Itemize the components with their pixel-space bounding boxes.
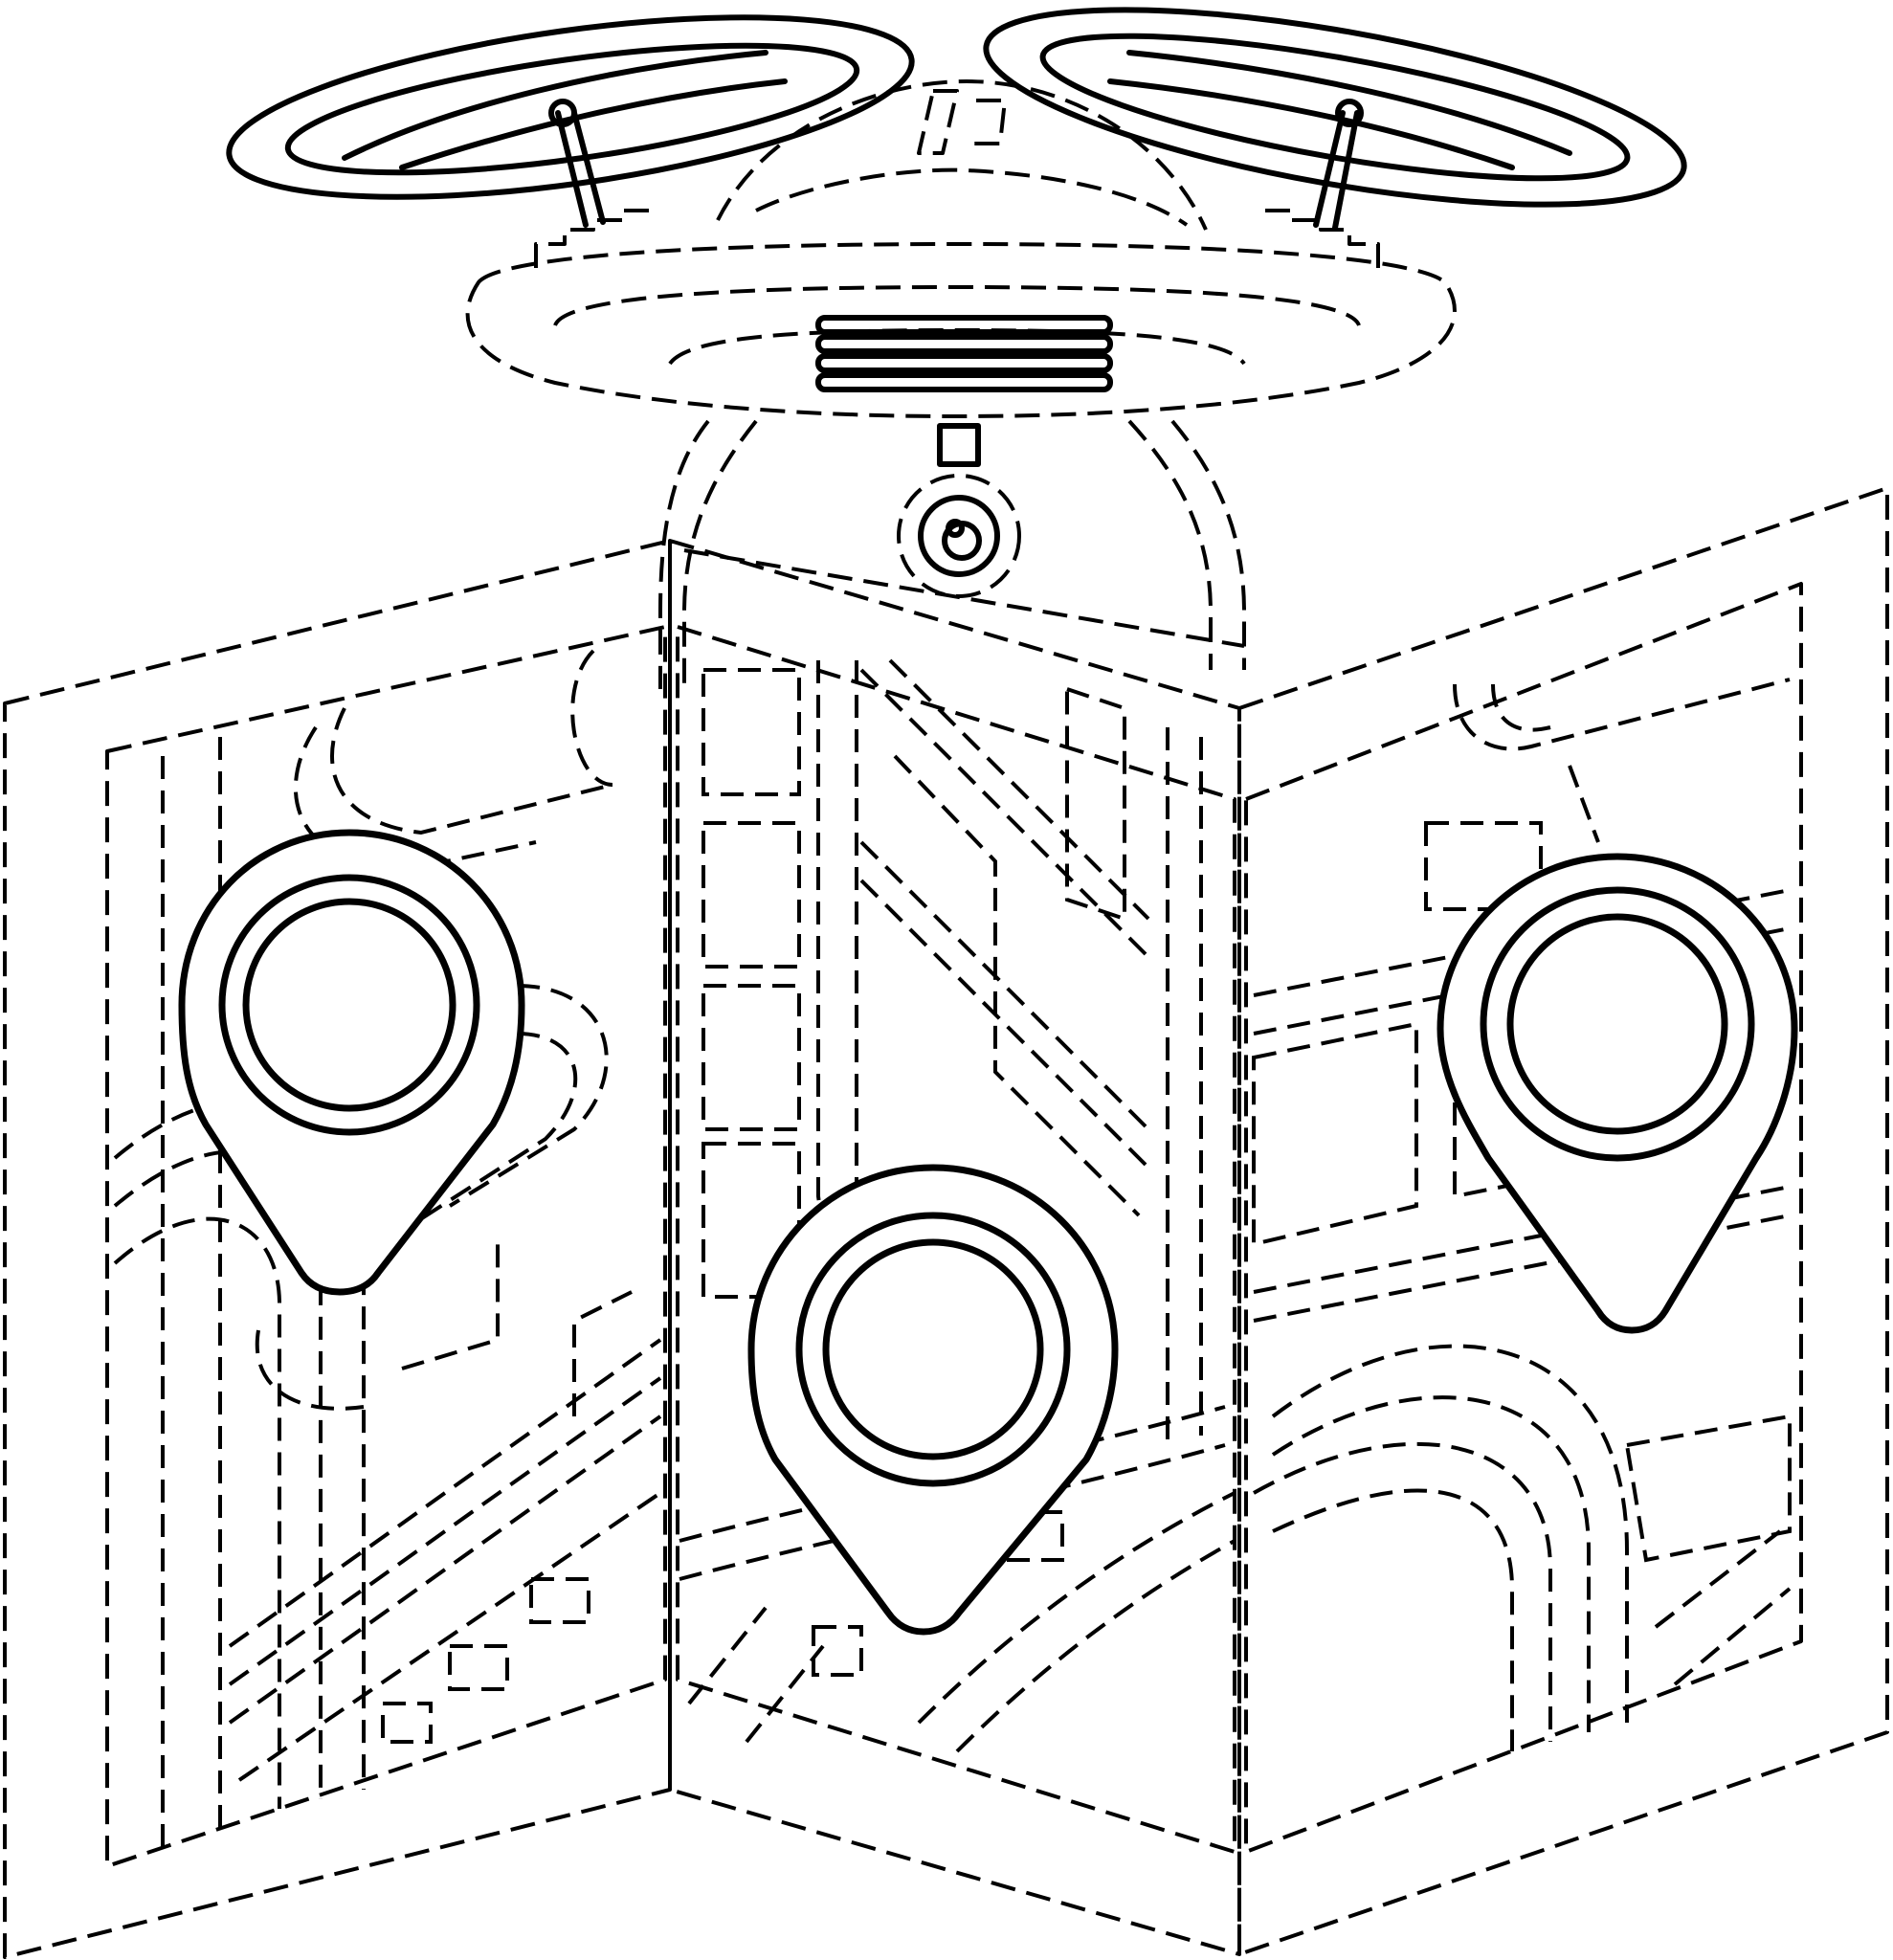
drone-fuselage [658,419,710,689]
drone-dome [716,79,1208,231]
drone-logo-mark [917,89,1007,155]
map-panel-right [1237,486,1889,1956]
map-pin-center [747,1164,1119,1636]
drone-saucer-inner [553,285,1361,326]
folded-map-icon [3,486,1889,1959]
map-panel-left [3,539,672,1959]
map-inner-right [1244,582,1803,1854]
map-inner-left [105,625,667,1868]
drone-saucer [465,242,1457,418]
propeller-right [983,7,1687,231]
drone-arm-mount-right [1261,209,1380,268]
map-inner-center [676,625,1236,1854]
drone-vent [815,315,1113,392]
map-panel-center [668,539,1241,1956]
drone-fuselage-top-edge [683,548,1245,648]
map-pin-left [178,829,525,1296]
map-pin-right [1436,853,1798,1334]
map-pin-icon [178,829,1798,1636]
drone-arm-mount-left [534,209,653,268]
drone-fuselage-left-inner [682,419,758,689]
drone-fuselage-right-inner [1127,419,1213,670]
drone-dome-inner [755,167,1189,227]
propeller-left [226,14,915,228]
drone-icon [226,7,1687,689]
camera-icon [897,423,1021,598]
drone-fuselage-right [1170,419,1246,670]
